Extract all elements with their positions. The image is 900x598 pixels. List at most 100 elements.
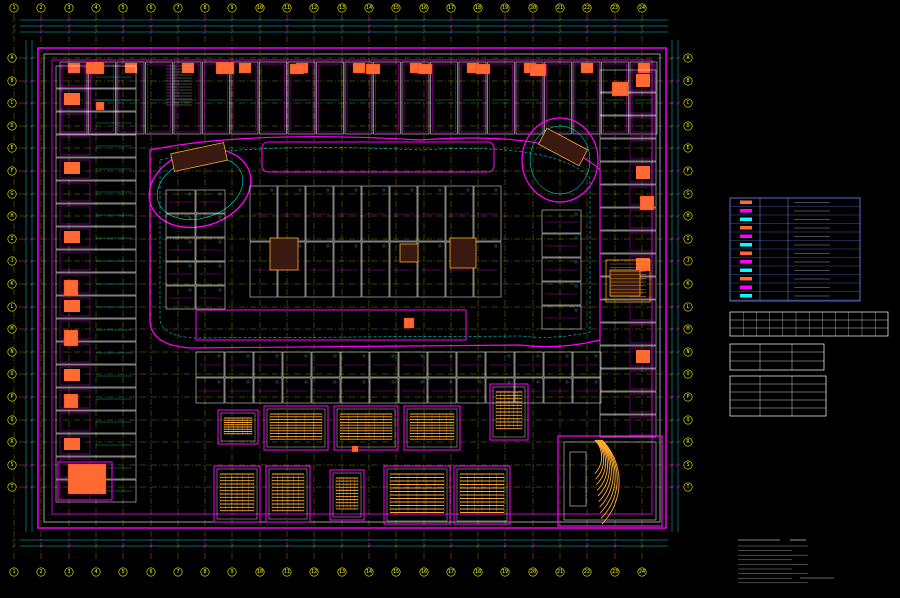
shop-unit (282, 377, 312, 404)
dimension-tick (640, 544, 644, 548)
axis-bubble-label: T (686, 484, 689, 490)
cinema-hall (263, 405, 329, 451)
dimension-tick (558, 544, 562, 548)
service-room (64, 369, 80, 381)
dimension-tick (24, 214, 28, 218)
cinema-hall (265, 465, 311, 523)
dimension-tick (503, 18, 507, 22)
axis-bubble (9, 3, 19, 13)
dimension-tick (367, 30, 371, 34)
shop-marker (275, 380, 279, 384)
service-room (636, 74, 650, 87)
dimension-tick (676, 463, 680, 467)
cinema-inner (268, 468, 308, 520)
dimension-tick (230, 544, 234, 548)
dimension-lines (12, 18, 680, 548)
axis-bubble (683, 189, 693, 199)
axis-bubble (91, 567, 101, 577)
axis-bubble-label: 8 (203, 5, 206, 11)
axis-bubble (146, 3, 156, 13)
dimension-tick (67, 24, 71, 28)
axis-bubble-label: 5 (121, 569, 124, 575)
shop-unit (599, 368, 657, 392)
dimension-tick (670, 463, 674, 467)
legend-swatch (740, 226, 752, 230)
shop-wall (59, 228, 91, 248)
dimension-tick (24, 440, 28, 444)
dimension-tick (30, 192, 34, 196)
dimension-tick (30, 440, 34, 444)
cinema-inner (332, 472, 362, 518)
shop-unit (249, 185, 278, 242)
dimension-tick (531, 24, 535, 28)
shop-unit (55, 249, 137, 273)
dimension-tick (585, 24, 589, 28)
cinema-hall (383, 465, 451, 525)
cinema-inner (220, 412, 256, 442)
axis-bubble-label: O (686, 371, 689, 377)
shop-marker (494, 244, 498, 248)
shop-unit (55, 88, 137, 112)
shop-marker (218, 240, 222, 244)
shop-marker (574, 212, 578, 216)
dimension-tick (670, 56, 674, 60)
shop-wall (629, 255, 653, 275)
axis-bubble (683, 234, 693, 244)
shop-marker (594, 380, 598, 384)
dimension-tick (676, 169, 680, 173)
legend-swatch (740, 209, 752, 213)
shop-unit (165, 189, 196, 214)
axis-bubble-label: K (10, 281, 13, 287)
dimension-tick (422, 30, 426, 34)
axis-bubble (555, 567, 565, 577)
axis-bubble-label: 17 (448, 569, 454, 575)
dimension-tick (176, 538, 180, 542)
axis-bubble-label: 4 (94, 569, 97, 575)
dimension-tick (24, 79, 28, 83)
axis-bubble-label: G (686, 191, 689, 197)
shop-unit (195, 261, 226, 286)
dimension-tick (24, 372, 28, 376)
dimension-tick (449, 538, 453, 542)
axis-bubble (582, 567, 592, 577)
shop-marker (218, 264, 222, 268)
axis-bubble-label: A (10, 55, 13, 61)
shop-marker (188, 216, 192, 220)
shop-marker (565, 380, 569, 384)
shop-wall (59, 159, 91, 179)
dimension-tick (676, 372, 680, 376)
dimension-tick (94, 18, 98, 22)
shop-marker (326, 244, 330, 248)
axis-bubble-label: H (686, 213, 689, 219)
axis-bubble (683, 460, 693, 470)
dimension-tick (285, 544, 289, 548)
shop-marker (188, 240, 192, 244)
dimension-tick (676, 192, 680, 196)
axis-bubble (683, 347, 693, 357)
dimension-tick (670, 169, 674, 173)
dimension-tick (176, 18, 180, 22)
cinema-inner (456, 468, 508, 522)
shop-marker (466, 188, 470, 192)
dimension-tick (676, 350, 680, 354)
dimension-tick (24, 418, 28, 422)
shop-unit (401, 61, 430, 135)
axis-bubble (173, 3, 183, 13)
dimension-tick (24, 305, 28, 309)
shop-storefront (181, 62, 195, 74)
shop-unit (373, 61, 401, 135)
cinema-inner (386, 468, 448, 522)
axis-bubble-label: 9 (230, 5, 233, 11)
dimension-tick (676, 259, 680, 263)
shop-wall (629, 393, 653, 413)
shop-unit (572, 377, 602, 404)
dimension-tick (24, 169, 28, 173)
dimension-tick (39, 538, 43, 542)
dimension-tick (585, 544, 589, 548)
dimension-tick (30, 350, 34, 354)
dimension-tick (340, 538, 344, 542)
dimension-tick (285, 538, 289, 542)
axis-bubble-label: 18 (475, 569, 481, 575)
axis-bubble (64, 3, 74, 13)
